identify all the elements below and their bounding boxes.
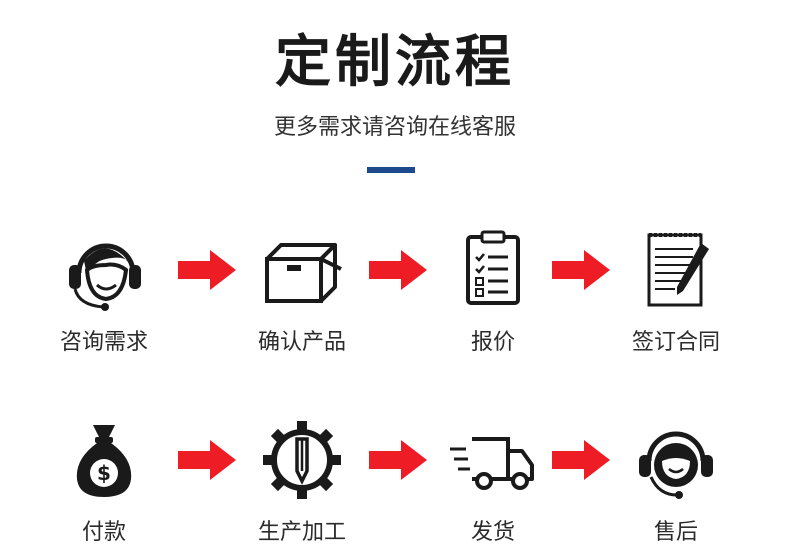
svg-text:$: $ xyxy=(97,461,111,485)
step-production: 生产加工 xyxy=(227,415,377,547)
step-label: 付款 xyxy=(81,520,126,545)
box-icon xyxy=(265,243,342,303)
step-label: 报价 xyxy=(470,330,515,355)
arrow-right-icon xyxy=(178,250,236,290)
contract-pen-icon xyxy=(647,233,709,307)
headset-agent-icon xyxy=(69,243,141,311)
page-subtitle: 更多需求请咨询在线客服 xyxy=(273,115,516,140)
clipboard-checklist-icon xyxy=(466,230,520,305)
step-quotation: 报价 xyxy=(418,225,568,357)
arrow-right-icon xyxy=(552,250,610,290)
step-sign-contract: 签订合同 xyxy=(601,225,751,357)
arrow-right-icon xyxy=(369,440,427,480)
step-consult-needs: 咨询需求 xyxy=(29,225,179,357)
step-shipping: 发货 xyxy=(418,415,568,547)
step-payment: $ 付款 xyxy=(29,415,179,547)
step-label: 签订合同 xyxy=(631,330,720,355)
arrow-right-icon xyxy=(552,440,610,480)
step-label: 发货 xyxy=(470,520,515,545)
arrow-right-icon xyxy=(369,250,427,290)
step-confirm-product: 确认产品 xyxy=(227,225,377,357)
money-bag-icon: $ xyxy=(76,425,132,497)
gear-tool-icon xyxy=(263,421,341,499)
step-label: 生产加工 xyxy=(257,520,346,545)
step-label: 咨询需求 xyxy=(59,330,148,355)
step-label: 确认产品 xyxy=(257,330,346,355)
arrow-right-icon xyxy=(178,440,236,480)
page-title: 定制流程 xyxy=(275,30,515,95)
delivery-truck-icon xyxy=(450,437,534,490)
step-label: 售后 xyxy=(653,520,698,545)
title-divider xyxy=(367,167,415,173)
step-after-sales: 售后 xyxy=(601,415,751,547)
customer-service-icon xyxy=(639,431,713,499)
